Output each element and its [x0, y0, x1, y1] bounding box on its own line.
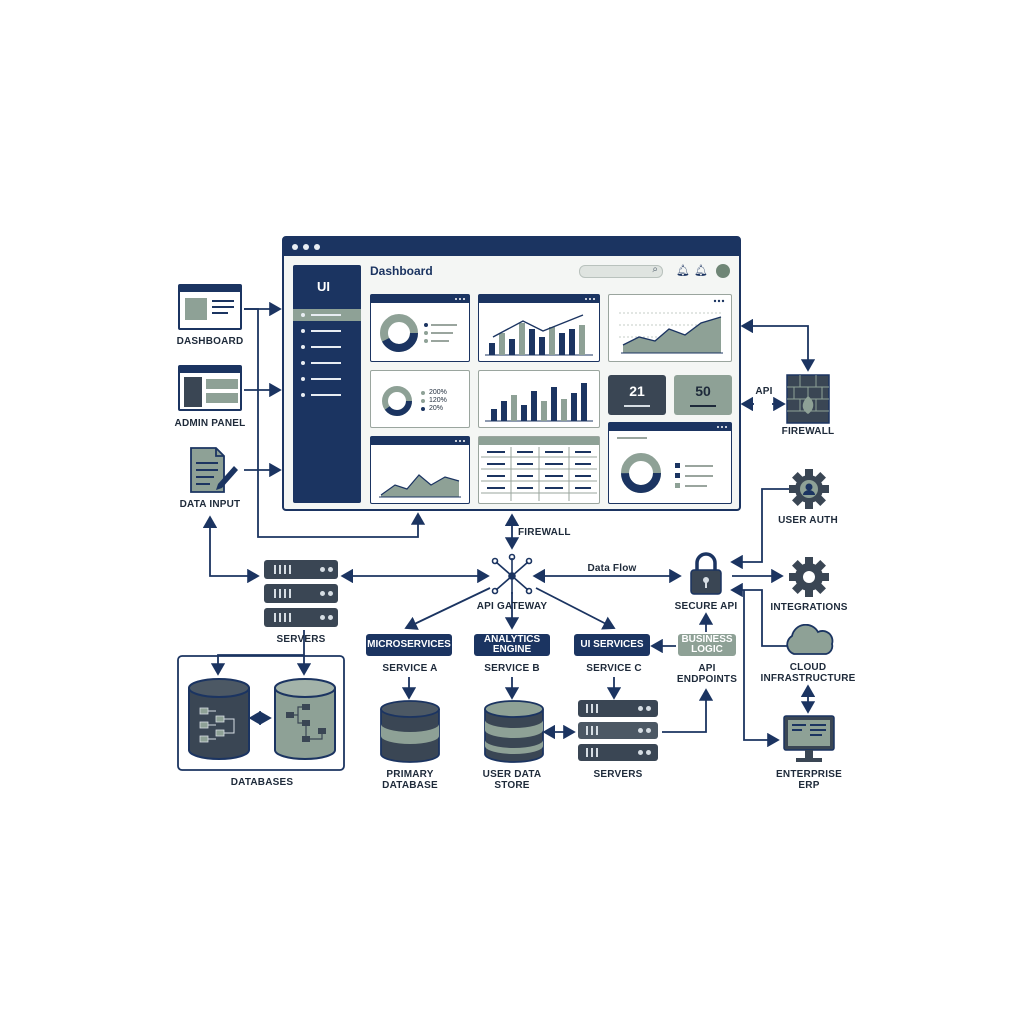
api-gateway-hub-icon [491, 553, 533, 595]
user-data-store-icon [484, 700, 544, 763]
ui-services-box[interactable]: UI SERVICES [574, 634, 650, 656]
business-logic-box[interactable]: BUSINESS LOGIC [678, 634, 736, 656]
window-dot-icon[interactable] [314, 244, 320, 250]
stat-value: 21 [629, 383, 645, 399]
ring-card[interactable] [608, 422, 732, 504]
primary-database-label: PRIMARY DATABASE [382, 769, 438, 791]
sidebar-item[interactable] [293, 389, 361, 401]
cloud-icon[interactable] [782, 624, 836, 658]
data-input-label: DATA INPUT [179, 499, 241, 510]
analytics-engine-box[interactable]: ANALYTICS ENGINE [474, 634, 550, 656]
database-cylinder-icon [274, 678, 336, 760]
data-table [481, 447, 597, 501]
user-data-store-label: USER DATA STORE [482, 769, 542, 791]
area-card[interactable] [370, 436, 470, 504]
secure-api-label: SECURE API [674, 601, 738, 612]
ring-chart [617, 437, 713, 493]
bar-line-card[interactable] [478, 294, 600, 362]
service-a-label: SERVICE A [382, 663, 438, 674]
dashboard-label: DASHBOARD [176, 336, 244, 347]
sidebar-item[interactable] [293, 309, 361, 321]
integrations-gear-icon[interactable] [788, 556, 830, 598]
legend-value: 20% [429, 405, 444, 412]
user-auth-label: USER AUTH [778, 515, 838, 526]
avatar[interactable] [716, 264, 730, 278]
window-titlebar [284, 238, 739, 256]
bar-chart [485, 383, 593, 422]
data-flow-label: Data Flow [587, 563, 637, 574]
bell-icon[interactable]: 🔔︎ [676, 265, 690, 277]
database-cylinder-icon [188, 678, 250, 760]
stat-card[interactable]: 21 [608, 375, 666, 415]
window-dot-icon[interactable] [303, 244, 309, 250]
integrations-label: INTEGRATIONS [770, 602, 848, 613]
databases-label: DATABASES [230, 777, 294, 788]
server-unit [578, 744, 658, 761]
servers-label: SERVERS [276, 634, 326, 645]
area-chart-card[interactable] [608, 294, 732, 362]
api-label: API [755, 386, 773, 397]
legend-value: 200% [429, 389, 447, 396]
servers-c-label: SERVERS [593, 769, 643, 780]
stat-value: 50 [695, 383, 711, 399]
notification-bell-icon[interactable]: 🔔︎ [694, 265, 708, 277]
api-endpoints-label: API ENDPOINTS [676, 663, 738, 685]
small-donut-chart [382, 386, 425, 416]
firewall-link-label: FIREWALL [518, 527, 571, 538]
sidebar-item[interactable] [293, 357, 361, 369]
firewall-label: FIREWALL [781, 426, 835, 437]
user-auth-gear-icon[interactable] [788, 468, 830, 510]
bar-chart-card[interactable] [478, 370, 600, 428]
sidebar: UI [293, 265, 361, 503]
server-unit [264, 560, 338, 579]
service-c-label: SERVICE C [586, 663, 642, 674]
sidebar-item[interactable] [293, 325, 361, 337]
dashboard-icon[interactable] [178, 284, 242, 330]
search-input[interactable]: ⌕ [579, 264, 663, 278]
window-header: Dashboard ⌕ 🔔︎ 🔔︎ [284, 256, 739, 284]
primary-database-icon [380, 700, 440, 763]
lock-icon[interactable] [688, 550, 724, 596]
enterprise-erp-monitor-icon[interactable] [782, 714, 836, 766]
sidebar-item[interactable] [293, 341, 361, 353]
donut-card[interactable] [370, 294, 470, 362]
server-unit [578, 700, 658, 717]
sidebar-title: UI [317, 279, 330, 294]
microservices-box[interactable]: MICROSERVICES [366, 634, 452, 656]
legend-value: 120% [429, 397, 447, 404]
window-dot-icon[interactable] [292, 244, 298, 250]
donut-legend-card[interactable]: 200% 120% 20% [370, 370, 470, 428]
dashboard-window: Dashboard ⌕ 🔔︎ 🔔︎ UI [282, 236, 741, 511]
page-title: Dashboard [370, 264, 433, 278]
server-unit [264, 584, 338, 603]
firewall-icon[interactable] [786, 374, 830, 424]
stat-card[interactable]: 50 [674, 375, 732, 415]
api-gateway-label[interactable]: API GATEWAY [476, 601, 548, 612]
table-card[interactable] [478, 436, 600, 504]
enterprise-erp-label: ENTERPRISE ERP [776, 769, 842, 791]
donut-chart [380, 314, 457, 352]
cloud-infrastructure-label: CLOUD INFRASTRUCTURE [760, 662, 856, 684]
small-area-chart [379, 474, 461, 498]
server-unit [578, 722, 658, 739]
search-icon[interactable]: ⌕ [652, 264, 658, 275]
admin-panel-icon[interactable] [178, 365, 242, 411]
admin-panel-label: ADMIN PANEL [174, 418, 246, 429]
bar-line-chart [485, 314, 593, 356]
service-b-label: SERVICE B [484, 663, 540, 674]
data-input-icon[interactable] [188, 446, 240, 496]
area-chart [619, 299, 725, 354]
sidebar-item[interactable] [293, 373, 361, 385]
server-unit [264, 608, 338, 627]
